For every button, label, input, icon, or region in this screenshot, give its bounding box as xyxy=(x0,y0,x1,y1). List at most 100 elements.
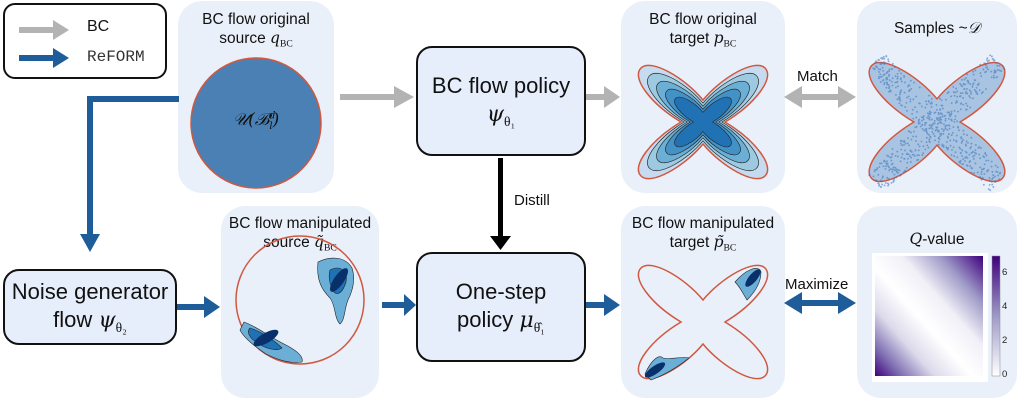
sample-point xyxy=(886,82,889,85)
sample-point xyxy=(998,172,1001,175)
sample-point xyxy=(990,55,993,58)
math-superscript: d xyxy=(268,110,276,122)
sample-point xyxy=(909,155,911,157)
sample-point xyxy=(934,139,936,142)
sample-point xyxy=(888,79,891,82)
sample-point xyxy=(878,184,880,187)
sample-point xyxy=(933,135,936,138)
sample-point xyxy=(980,173,983,176)
sample-point xyxy=(966,134,968,137)
sample-point xyxy=(965,108,967,111)
sample-point xyxy=(951,131,954,134)
sample-point xyxy=(942,145,945,148)
sample-point xyxy=(996,166,999,169)
target-density-contours xyxy=(637,64,769,180)
sample-point xyxy=(908,144,911,147)
sample-point xyxy=(977,82,980,85)
colorbar-tick: 2 xyxy=(1002,335,1008,346)
sample-point xyxy=(907,84,910,86)
sample-point xyxy=(893,66,896,69)
sample-point xyxy=(894,154,897,157)
sample-point xyxy=(975,86,978,89)
sample-point xyxy=(889,89,892,92)
manipulated-source-density xyxy=(235,235,365,365)
sample-point xyxy=(899,90,902,93)
sample-point xyxy=(907,137,909,140)
sample-point xyxy=(968,89,971,92)
sample-point xyxy=(991,178,994,180)
sample-point xyxy=(991,183,994,186)
sample-point xyxy=(992,174,995,177)
sample-point xyxy=(877,173,880,176)
distill-label: Distill xyxy=(514,192,550,209)
sample-point xyxy=(887,83,890,86)
sample-point xyxy=(965,92,967,95)
math-symbol: 𝒰(ℬ xyxy=(232,110,269,130)
sample-point xyxy=(953,120,956,123)
sample-point xyxy=(980,75,983,78)
one-step-policy-node[interactable]: One-step policy μθ̂₁ xyxy=(416,252,586,362)
sample-point xyxy=(879,162,881,165)
sample-point xyxy=(965,90,968,93)
sample-point xyxy=(969,90,972,93)
sample-point xyxy=(894,75,897,78)
noise-generator-node[interactable]: Noise generator flow ψθ₂ xyxy=(3,269,177,345)
sample-point xyxy=(876,66,878,69)
sample-point xyxy=(886,81,888,84)
sample-point xyxy=(931,131,934,133)
sample-point xyxy=(960,102,963,105)
sample-point xyxy=(881,57,883,59)
sample-point xyxy=(939,108,942,111)
sample-point xyxy=(970,151,973,154)
sample-point xyxy=(880,162,883,165)
sample-point xyxy=(944,117,947,120)
sample-point xyxy=(953,94,956,97)
panel-subtitle: target xyxy=(669,30,714,48)
sample-point xyxy=(1002,65,1005,68)
sample-point xyxy=(906,157,909,160)
panel-title: BC flow manipulated xyxy=(228,215,372,232)
arrow-maximize xyxy=(784,292,856,314)
sample-point xyxy=(942,132,945,135)
sample-point xyxy=(965,87,968,90)
sample-point xyxy=(937,143,940,146)
math-subscript: BC xyxy=(279,38,293,50)
sample-point xyxy=(985,70,988,73)
sample-point xyxy=(956,90,959,93)
panel-subtitle: target xyxy=(669,234,714,252)
sample-point xyxy=(868,174,871,176)
sample-point xyxy=(972,70,975,73)
sample-point xyxy=(995,76,998,79)
sample-point xyxy=(885,86,888,89)
sample-point xyxy=(945,141,948,143)
sample-point xyxy=(971,155,974,158)
sample-point xyxy=(932,132,935,135)
sample-point xyxy=(992,74,995,77)
sample-point xyxy=(905,101,908,104)
sample-point xyxy=(917,154,920,157)
sample-point xyxy=(956,95,959,98)
sample-point xyxy=(949,144,952,147)
sample-point xyxy=(904,142,907,145)
sample-point xyxy=(890,159,893,162)
sample-point xyxy=(990,160,993,163)
sample-point xyxy=(951,149,953,151)
sample-point xyxy=(940,118,943,121)
sample-point xyxy=(954,151,957,154)
bc-flow-policy-node[interactable]: BC flow policy ψθ₁ xyxy=(416,46,586,156)
sample-point xyxy=(935,108,938,111)
sample-point xyxy=(929,102,932,105)
sample-point xyxy=(961,140,964,143)
sample-point xyxy=(941,107,944,110)
sample-point xyxy=(903,91,906,94)
arrow-distill xyxy=(490,158,511,250)
sample-point xyxy=(971,83,974,86)
sample-point xyxy=(935,117,938,119)
sample-point xyxy=(917,122,920,125)
sample-point xyxy=(924,106,927,109)
sample-point xyxy=(887,60,890,63)
sample-point xyxy=(947,146,950,149)
sample-point xyxy=(906,109,908,112)
sample-point xyxy=(968,153,971,156)
sample-point xyxy=(979,157,982,160)
